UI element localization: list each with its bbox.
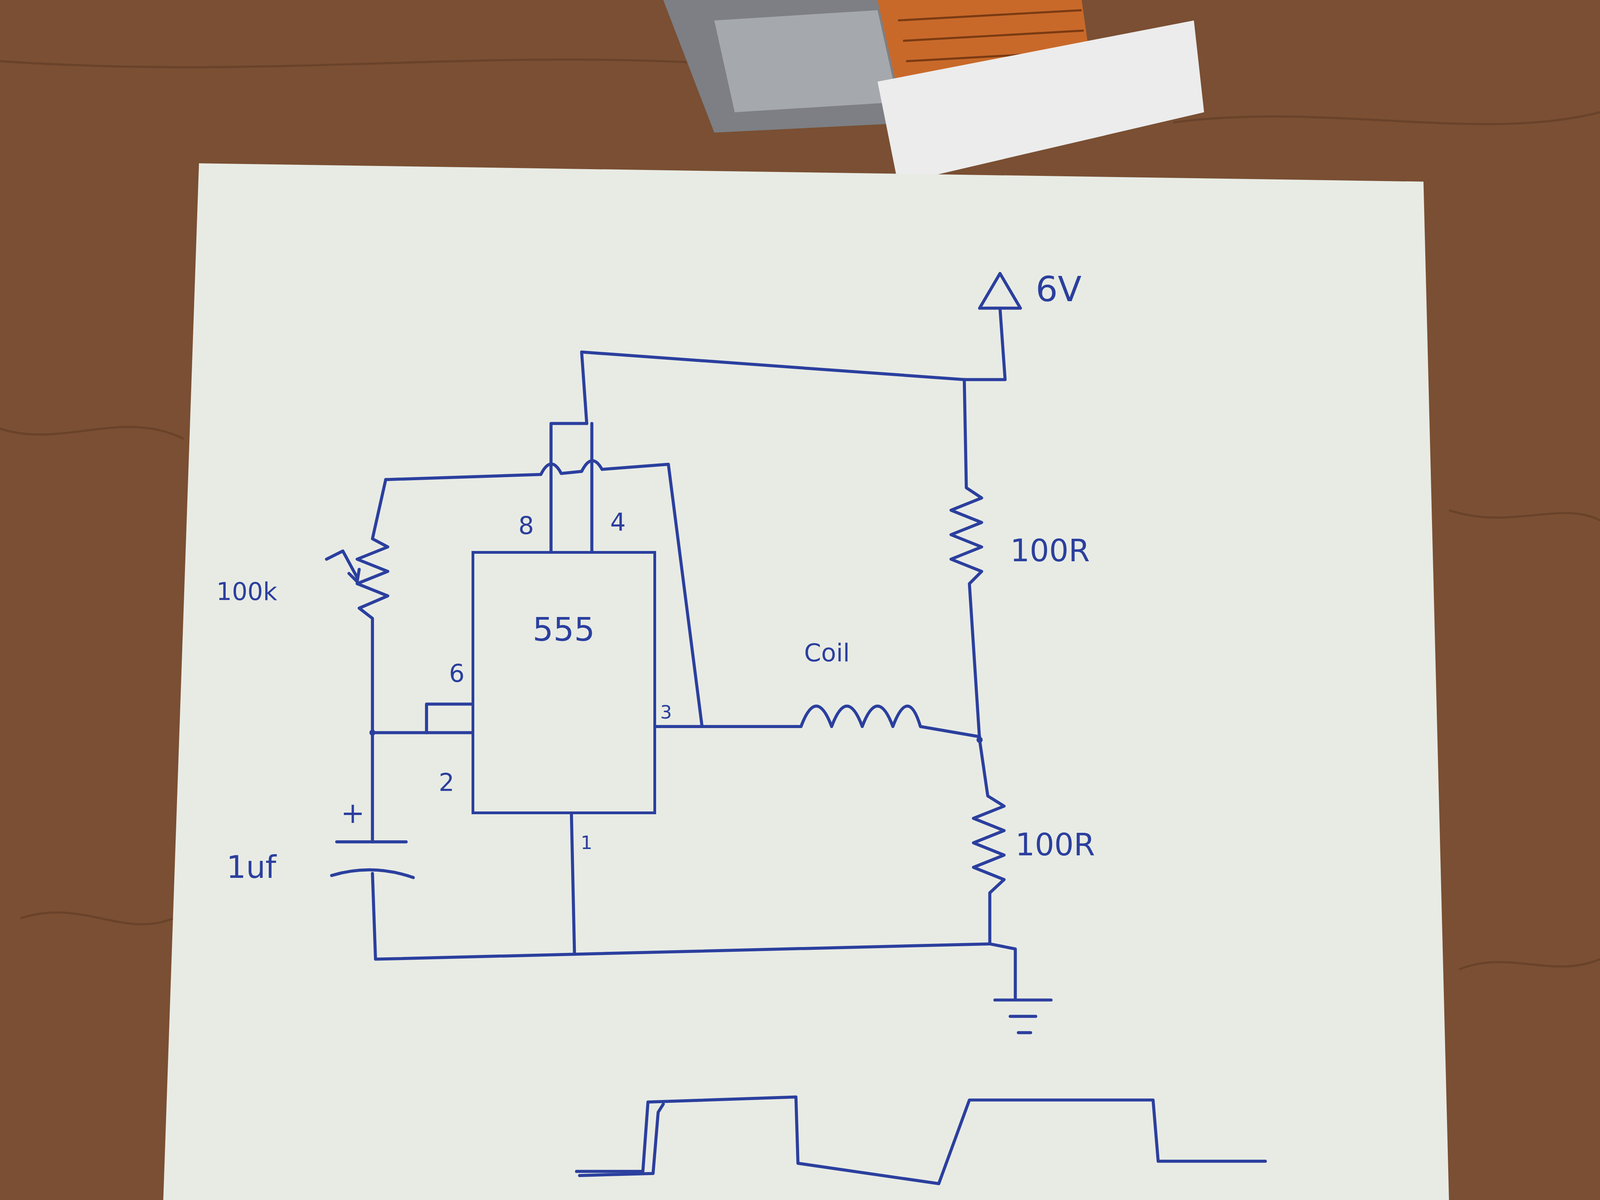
component-label: 100R — [1015, 829, 1096, 861]
pin-wire — [571, 814, 575, 955]
capacitor-symbol — [336, 840, 407, 844]
component-label: Coil — [803, 640, 850, 666]
transformer-core — [714, 10, 899, 113]
schematic-wires — [326, 273, 1266, 1184]
pin-number: 3 — [660, 703, 672, 722]
resistor-symbol — [973, 739, 1004, 944]
component-label: 1uf — [226, 852, 277, 883]
ground-wire — [989, 943, 1016, 999]
capacitor-wire — [370, 732, 374, 842]
coil-symbol — [656, 705, 980, 737]
junction-dot — [369, 729, 376, 736]
ground-symbol — [994, 1000, 1051, 1033]
waveform-sketch — [576, 1096, 1266, 1184]
junction-dot — [976, 736, 983, 743]
waveform-sketch — [579, 1103, 664, 1176]
transformer-core — [663, 0, 919, 133]
grain-line — [0, 426, 184, 439]
wire-joints — [369, 729, 984, 744]
component-label: 100k — [216, 579, 278, 604]
potentiometer-wiper — [326, 550, 357, 578]
grain-line — [20, 912, 174, 925]
pin-number: 2 — [438, 770, 455, 795]
ic-box: 555 — [471, 550, 657, 815]
paper-sheet — [163, 163, 1450, 1200]
pin-number: 6 — [449, 661, 465, 686]
pin-number: 1 — [580, 833, 593, 852]
component-label: 100R — [1010, 535, 1091, 567]
supply-wire — [581, 308, 1006, 424]
component-label: 6V — [1035, 272, 1082, 308]
pin-number: 4 — [610, 510, 626, 535]
pin-wire — [590, 423, 594, 551]
supply-symbol — [979, 273, 1021, 309]
transformer-bobbin — [877, 20, 1204, 184]
pin-wire — [550, 423, 587, 551]
potentiometer-symbol — [357, 479, 388, 733]
pin-wire — [426, 703, 472, 733]
pin-number: 8 — [518, 513, 534, 538]
grain-line — [1173, 112, 1600, 125]
component-label: + — [340, 798, 365, 828]
ground-wire — [372, 873, 990, 960]
resistor-symbol — [950, 379, 982, 740]
chip-label: 555 — [474, 613, 654, 646]
grain-line — [1459, 959, 1600, 970]
wiper-arrowhead — [349, 569, 360, 582]
grain-line — [1449, 510, 1600, 521]
transformer-photo — [663, 0, 1204, 184]
pin-wire — [372, 731, 472, 735]
